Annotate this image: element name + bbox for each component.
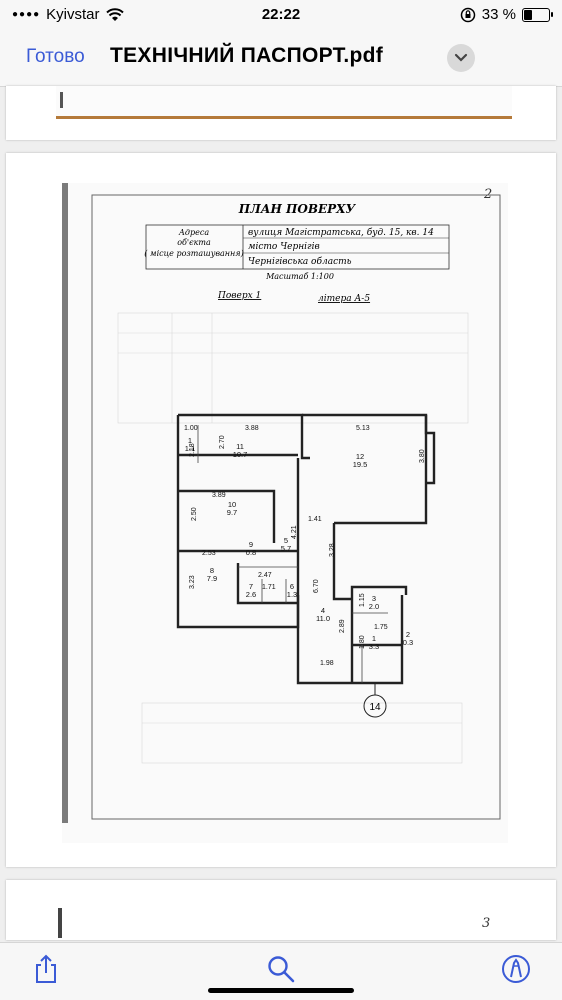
address-label-3: ( місце розташування) bbox=[144, 249, 243, 258]
svg-text:1.75: 1.75 bbox=[374, 624, 388, 631]
svg-text:2.53: 2.53 bbox=[202, 550, 216, 557]
faint-table-background bbox=[117, 312, 469, 764]
svg-text:2.6: 2.6 bbox=[246, 590, 256, 599]
pdf-page-2: 2 ПЛАН ПОВЕРХУ Адреса об'єкта ( місце ро… bbox=[6, 153, 556, 867]
letter-label: літера А-5 bbox=[318, 294, 370, 304]
svg-text:3.28: 3.28 bbox=[329, 543, 336, 557]
svg-text:9: 9 bbox=[249, 540, 253, 549]
orientation-lock-icon bbox=[460, 7, 476, 22]
svg-text:3.89: 3.89 bbox=[212, 492, 226, 499]
navigation-bar: Готово ТЕХНІЧНИЙ ПАСПОРТ.pdf bbox=[0, 30, 562, 87]
address-line-2: місто Чернігів bbox=[248, 242, 320, 252]
svg-text:2.89: 2.89 bbox=[339, 619, 346, 633]
status-left: ●●●● Kyivstar bbox=[12, 6, 124, 23]
svg-text:1.98: 1.98 bbox=[320, 660, 334, 667]
svg-text:3.80: 3.80 bbox=[419, 449, 426, 463]
document-title: ТЕХНІЧНИЙ ПАСПОРТ.pdf bbox=[110, 44, 384, 67]
address-line-3: Чернігівська область bbox=[248, 256, 352, 267]
done-button[interactable]: Готово bbox=[26, 46, 85, 67]
svg-text:5.13: 5.13 bbox=[356, 425, 370, 432]
svg-text:1.00: 1.00 bbox=[184, 425, 198, 432]
svg-text:3.88: 3.88 bbox=[245, 425, 259, 432]
svg-text:5: 5 bbox=[284, 536, 288, 545]
markup-pen-icon bbox=[502, 955, 530, 983]
battery-icon bbox=[522, 7, 553, 22]
svg-text:19.5: 19.5 bbox=[353, 460, 368, 469]
svg-text:3: 3 bbox=[372, 594, 376, 603]
pdf-page-1 bbox=[6, 86, 556, 140]
svg-text:5.7: 5.7 bbox=[281, 544, 291, 553]
scanned-page-edge bbox=[56, 86, 512, 119]
carrier-name: Kyivstar bbox=[46, 6, 100, 23]
scanned-floor-plan-sheet: 2 ПЛАН ПОВЕРХУ Адреса об'єкта ( місце ро… bbox=[62, 183, 508, 843]
chevron-down-icon bbox=[454, 53, 468, 62]
share-button[interactable] bbox=[28, 951, 64, 987]
svg-text:1: 1 bbox=[188, 436, 192, 445]
svg-text:8: 8 bbox=[210, 566, 214, 575]
svg-text:9.7: 9.7 bbox=[227, 508, 237, 517]
markup-button[interactable] bbox=[498, 951, 534, 987]
address-label-2: об'єкта bbox=[177, 238, 211, 247]
address-label-1: Адреса bbox=[178, 228, 209, 237]
svg-text:2: 2 bbox=[406, 630, 410, 639]
svg-text:2.47: 2.47 bbox=[258, 572, 272, 579]
svg-text:1.3: 1.3 bbox=[287, 590, 297, 599]
svg-text:6: 6 bbox=[290, 582, 294, 591]
title-menu-button[interactable] bbox=[447, 44, 475, 72]
svg-text:1.15: 1.15 bbox=[359, 593, 366, 607]
apartment-marker: 14 bbox=[369, 702, 381, 713]
wifi-icon bbox=[105, 7, 124, 21]
svg-text:1.71: 1.71 bbox=[262, 584, 276, 591]
svg-text:2.0: 2.0 bbox=[369, 602, 379, 611]
svg-text:7.9: 7.9 bbox=[207, 574, 217, 583]
address-line-1: вулиця Магістратська, буд. 15, кв. 14 bbox=[248, 227, 434, 238]
svg-text:1.80: 1.80 bbox=[359, 635, 366, 649]
pdf-page-3: 3 bbox=[6, 880, 556, 940]
svg-text:2.70: 2.70 bbox=[219, 435, 226, 449]
svg-text:3.23: 3.23 bbox=[189, 575, 196, 589]
svg-text:2.18: 2.18 bbox=[189, 443, 196, 457]
floor-plan-walls bbox=[176, 413, 436, 685]
svg-text:3.3: 3.3 bbox=[369, 642, 379, 651]
svg-text:1: 1 bbox=[372, 634, 376, 643]
svg-text:7: 7 bbox=[249, 582, 253, 591]
status-bar: ●●●● Kyivstar 22:22 33 % bbox=[0, 0, 562, 30]
svg-text:1.41: 1.41 bbox=[308, 516, 322, 523]
svg-text:1.1: 1.1 bbox=[185, 444, 195, 453]
home-indicator bbox=[208, 988, 354, 993]
room-labels: 1 1.1 11 10.7 12 19.5 10 9.7 5 5.7 9 0.8… bbox=[185, 436, 413, 651]
svg-text:4: 4 bbox=[321, 606, 325, 615]
svg-text:10: 10 bbox=[228, 500, 236, 509]
search-icon bbox=[268, 956, 295, 983]
dimension-labels: 1.00 3.88 5.13 2.18 2.70 3.80 3.89 2.50 … bbox=[184, 425, 426, 667]
page-number-3: 3 bbox=[482, 916, 491, 931]
svg-text:0.8: 0.8 bbox=[246, 548, 256, 557]
search-button[interactable] bbox=[263, 951, 299, 987]
signal-icon: ●●●● bbox=[12, 9, 41, 20]
floor-plan-drawing: ПЛАН ПОВЕРХУ Адреса об'єкта ( місце розт… bbox=[91, 194, 501, 820]
share-icon bbox=[36, 954, 56, 983]
clock: 22:22 bbox=[261, 6, 301, 23]
floor-label: Поверх 1 bbox=[217, 291, 261, 301]
plan-heading: ПЛАН ПОВЕРХУ bbox=[238, 202, 357, 216]
svg-text:11: 11 bbox=[236, 442, 244, 451]
svg-text:12: 12 bbox=[356, 452, 364, 461]
svg-text:10.7: 10.7 bbox=[233, 450, 248, 459]
svg-text:6.70: 6.70 bbox=[313, 579, 320, 593]
svg-text:4.21: 4.21 bbox=[291, 525, 298, 539]
svg-text:2.50: 2.50 bbox=[191, 507, 198, 521]
scale-label: Масштаб 1:100 bbox=[265, 272, 334, 281]
svg-text:0.3: 0.3 bbox=[403, 638, 413, 647]
svg-text:11.0: 11.0 bbox=[316, 614, 330, 623]
battery-percent: 33 % bbox=[481, 6, 516, 23]
status-right: 33 % bbox=[460, 6, 553, 23]
